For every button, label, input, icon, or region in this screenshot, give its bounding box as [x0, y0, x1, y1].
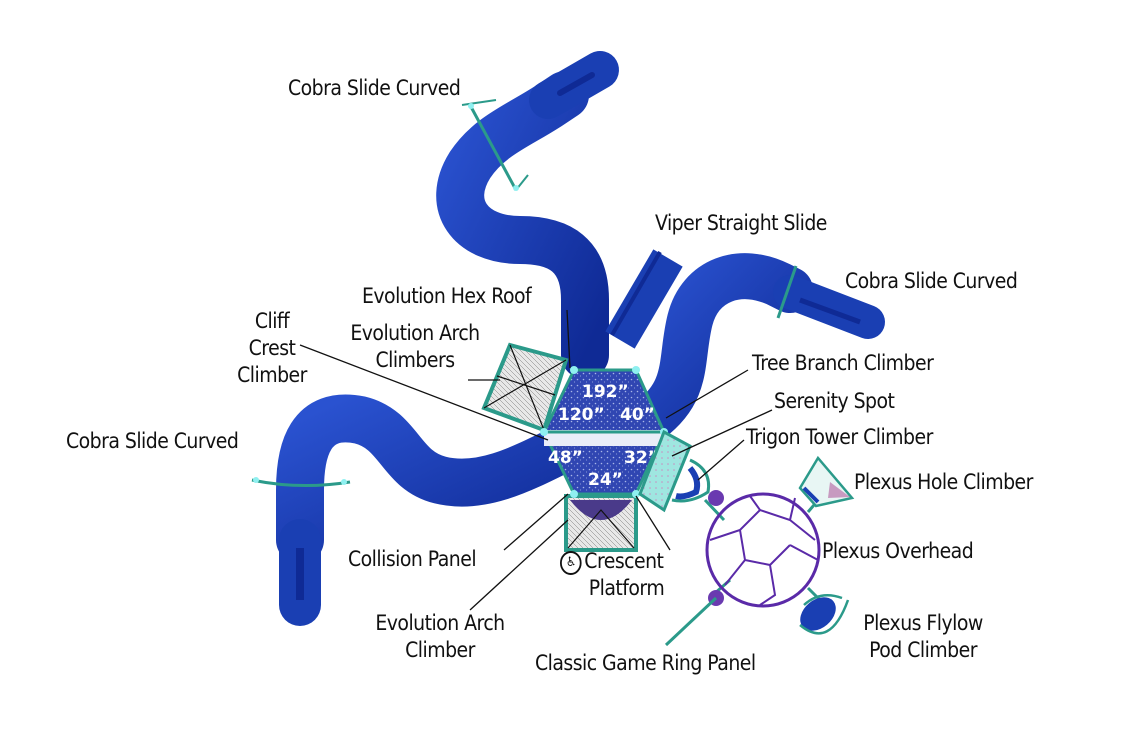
hex-deck: 192” 120” 40” 48” 32” 24” — [540, 366, 668, 498]
leader-evolution-hex-roof — [566, 309, 571, 369]
label-line: Cliff — [254, 309, 290, 333]
deck-height-192: 192” — [582, 382, 629, 402]
deck-height-32: 32” — [624, 448, 659, 468]
label-evolution-arch-climbers: Evolution Arch Climbers — [339, 320, 492, 374]
leader-crescent-platform — [635, 495, 671, 551]
label-line: Climber — [405, 638, 475, 662]
plexus-hole-climber-shape — [798, 455, 855, 508]
label-plexus-hole-climber: Plexus Hole Climber — [854, 470, 1033, 494]
label-viper-straight-slide: Viper Straight Slide — [655, 211, 827, 235]
label-line-text: Crescent — [584, 549, 664, 573]
label-trigon-tower-climber: Trigon Tower Climber — [746, 425, 933, 449]
wheelchair-accessible-icon: ♿ — [560, 551, 582, 575]
leader-collision-panel — [503, 493, 569, 551]
label-tree-branch-climber: Tree Branch Climber — [752, 351, 934, 375]
label-classic-game-ring-panel: Classic Game Ring Panel — [535, 651, 756, 675]
label-collision-panel: Collision Panel — [348, 547, 477, 571]
deck-height-48: 48” — [548, 448, 583, 468]
leader-trigon-tower-climber — [697, 439, 745, 481]
label-cobra-slide-curved-left: Cobra Slide Curved — [66, 429, 239, 453]
cobra-slide-curved-right-shape — [627, 253, 885, 443]
label-serenity-spot: Serenity Spot — [774, 389, 895, 413]
cobra-slide-curved-top-shape — [436, 51, 619, 379]
deck-height-40: 40” — [620, 405, 655, 425]
viper-straight-slide-shape — [605, 249, 683, 349]
deck-height-120: 120” — [558, 405, 605, 425]
label-plexus-overhead: Plexus Overhead — [822, 539, 974, 563]
leader-tree-branch-climber — [665, 369, 749, 419]
label-cobra-slide-curved-right: Cobra Slide Curved — [845, 269, 1018, 293]
serenity-spot-shape — [638, 429, 711, 513]
label-line: Pod Climber — [869, 638, 977, 662]
label-plexus-flylow-pod-climber: Plexus Flylow Pod Climber — [851, 610, 995, 664]
plexus-overhead-shape — [664, 490, 824, 647]
label-crescent-platform: ♿Crescent Platform — [560, 548, 665, 602]
deck-height-24: 24” — [588, 470, 623, 490]
label-line: ♿Crescent — [560, 548, 664, 575]
label-line: Evolution Arch — [350, 321, 480, 345]
crescent-platform-shape — [564, 494, 638, 552]
label-evolution-hex-roof: Evolution Hex Roof — [362, 284, 532, 308]
label-line: Evolution Arch — [375, 611, 505, 635]
plexus-flylow-pod-climber-shape — [799, 593, 850, 635]
cobra-slide-curved-left-shape — [251, 394, 584, 626]
leader-cliff-crest-climber — [299, 344, 549, 441]
label-cobra-slide-curved-top: Cobra Slide Curved — [288, 76, 461, 100]
label-cliff-crest-climber: Cliff Crest Climber — [227, 308, 317, 389]
label-line: Plexus Flylow — [863, 611, 983, 635]
label-line: Platform — [588, 576, 665, 600]
label-line: Climber — [237, 363, 307, 387]
label-line: Crest — [248, 336, 296, 360]
leader-serenity-spot — [671, 409, 773, 457]
label-evolution-arch-climber: Evolution Arch Climber — [364, 610, 517, 664]
leader-evolution-arch-climber — [469, 519, 569, 611]
label-line: Climbers — [375, 348, 455, 372]
leader-lines — [299, 309, 773, 611]
